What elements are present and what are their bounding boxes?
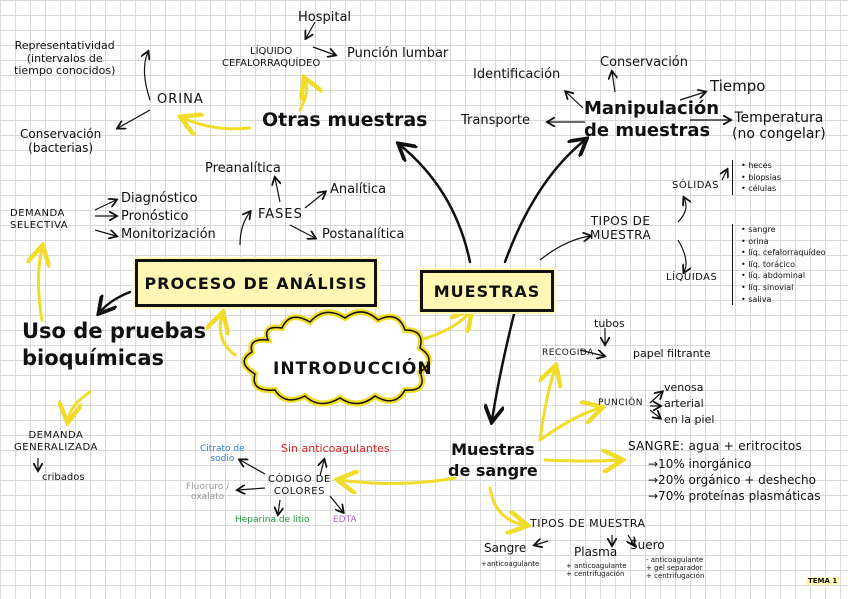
papel-filtrante-label: papel filtrante — [633, 347, 711, 360]
introduccion-label: INTRODUCCIÓN — [273, 359, 433, 379]
demanda-generalizada-label: DEMANDA GENERALIZADA — [14, 430, 98, 453]
fases-label: FASES — [258, 207, 303, 222]
solidas-list: heces biopsias células — [732, 160, 781, 195]
postanalitica-label: Postanalítica — [322, 227, 405, 242]
suero-sub: - anticoagulante + gel separador + centr… — [646, 556, 705, 581]
list-item: líq. cefalorraquídeo — [741, 247, 825, 259]
preanalitica-label: Preanalítica — [205, 161, 281, 176]
organico-label: →20% orgánico + deshecho — [648, 473, 816, 487]
list-item: líq. sinovial — [741, 282, 826, 294]
suero-label: Suero — [630, 538, 665, 552]
liquido-cefalorraquideo: LÍQUIDO CEFALORRAQUÍDEO — [222, 46, 321, 69]
diagnostico-label: Diagnóstico — [121, 191, 198, 206]
list-item: biopsias — [741, 172, 781, 184]
uso-pruebas-title: Uso de pruebas bioquímicas — [22, 319, 207, 371]
proteinas-label: →70% proteínas plasmáticas — [648, 489, 821, 503]
list-item: líq. torácico — [741, 259, 826, 271]
puncion-lumbar-label: Punción lumbar — [347, 46, 449, 61]
heparina-litio-label: Heparina de litio — [235, 515, 310, 525]
liquidas-label: LÍQUIDAS — [666, 272, 718, 283]
venosa-label: venosa — [664, 381, 704, 394]
sin-anticoagulantes-label: Sin anticoagulantes — [281, 442, 390, 455]
liquidas-list: sangre orina líq. cefalorraquídeo líq. t… — [732, 224, 826, 306]
temperatura-label: Temperatura (no congelar) — [732, 110, 826, 143]
pronostico-label: Pronóstico — [121, 209, 189, 224]
tipos-de-muestra-label: TIPOS DE MUESTRA — [530, 517, 646, 530]
sangre-type-sub: +anticoagulante — [481, 560, 540, 568]
monitorizacion-label: Monitorización — [121, 227, 216, 242]
orina-label: ORINA — [157, 92, 204, 107]
citrato-sodio-label: Citrato de sodio — [200, 444, 245, 465]
inorganico-label: →10% inorgánico — [648, 457, 752, 471]
transporte-label: Transporte — [461, 113, 530, 128]
muestras-box: MUESTRAS — [420, 270, 554, 312]
identificacion-label: Identificación — [473, 67, 561, 82]
codigo-colores-label: CÓDIGO DE COLORES — [268, 474, 331, 497]
list-item: heces — [741, 160, 781, 172]
plasma-label: Plasma — [574, 545, 618, 559]
solidas-label: SÓLIDAS — [672, 180, 719, 191]
list-item: células — [741, 183, 781, 195]
tiempo-label: Tiempo — [710, 77, 766, 95]
sangre-type-label: Sangre — [484, 541, 527, 555]
proceso-analisis-box: PROCESO DE ANÁLISIS — [135, 259, 377, 307]
list-item: sangre — [741, 224, 826, 236]
muestras-sangre-title: Muestras de sangre — [448, 440, 538, 480]
conservacion-bacterias-label: Conservación (bacterias) — [20, 127, 102, 155]
list-item: saliva — [741, 294, 826, 306]
puncion-label: PUNCIÓN — [598, 398, 644, 408]
fluoruro-oxalato-label: Fluoruro / oxalato — [186, 482, 230, 503]
proceso-analisis-label: PROCESO DE ANÁLISIS — [144, 273, 368, 293]
arterial-label: arterial — [664, 397, 704, 410]
tema-tag: TEMA 1 — [806, 577, 840, 586]
sangre-definicion: SANGRE: agua + eritrocitos — [628, 439, 803, 453]
list-item: orina — [741, 236, 826, 248]
list-item: líq. abdominal — [741, 270, 826, 282]
cribados-label: cribados — [42, 472, 85, 483]
representatividad-label: Representatividad (intervalos de tiempo … — [14, 39, 116, 78]
muestras-label: MUESTRAS — [433, 281, 541, 301]
manipulacion-title: Manipulación de muestras — [584, 98, 720, 141]
edta-label: EDTA — [333, 515, 357, 525]
demanda-selectiva-label: DEMANDA SELECTIVA — [10, 208, 69, 231]
tubos-label: tubos — [594, 317, 625, 330]
tipos-muestra-label: TIPOS DE MUESTRA — [590, 214, 652, 242]
hospital-label: Hospital — [298, 10, 352, 25]
recogida-label: RECOGIDA — [542, 348, 594, 358]
conservacion-label: Conservación — [600, 55, 688, 70]
plasma-sub: + anticoagulante + centrifugación — [566, 562, 627, 579]
otras-muestras-title: Otras muestras — [262, 109, 428, 131]
piel-label: en la piel — [664, 413, 715, 426]
analitica-label: Analítica — [330, 182, 387, 197]
